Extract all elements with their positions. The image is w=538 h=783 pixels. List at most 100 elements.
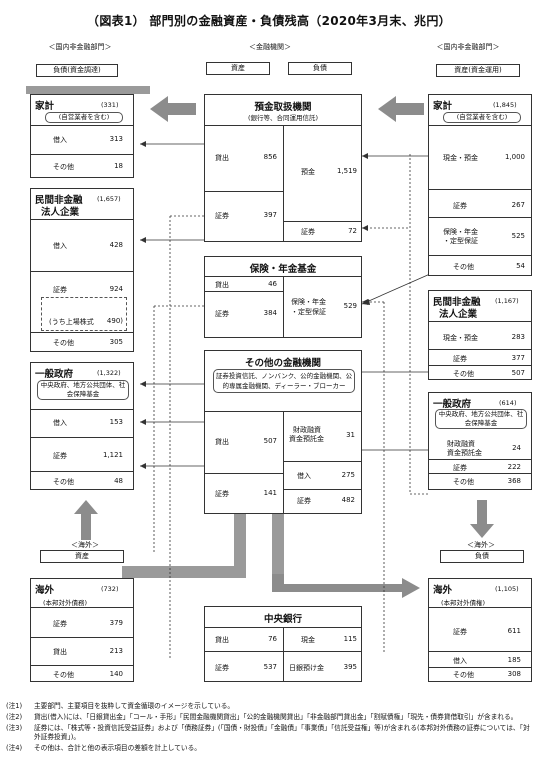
left-households-row-value: 313 bbox=[109, 135, 123, 143]
right-overseas-row-label: 証券 bbox=[453, 628, 467, 636]
center-boj-asset-value: 76 bbox=[268, 635, 277, 643]
left-overseas-row-value: 213 bbox=[109, 647, 123, 655]
left-corp-name: 民間非金融 bbox=[35, 195, 83, 206]
center-insurance-liab-label: 保険・年金 bbox=[291, 298, 326, 306]
left-households-row-label: その他 bbox=[53, 163, 74, 171]
right-overseas-total: (1,105) bbox=[495, 585, 519, 593]
right-corp-box: 民間非金融 法人企業 (1,167) 現金・預金 283 証券 377 その他 … bbox=[428, 290, 532, 380]
right-overseas-row-value: 185 bbox=[507, 656, 521, 664]
center-other-asset-label: 証券 bbox=[215, 490, 229, 498]
center-insurance-box: 保険・年金基金 貸出 46 証券 384 保険・年金 ・定型保証 529 bbox=[204, 256, 362, 338]
overseas-left-title: ＜海外＞ bbox=[71, 541, 99, 549]
right-households-row-label: ・定型保証 bbox=[443, 237, 478, 245]
center-insurance-asset-value: 46 bbox=[268, 280, 277, 288]
center-deposit-asset-label: 貸出 bbox=[215, 154, 229, 162]
center-deposit-box: 預金取扱機関 (銀行等、合同運用信託) 貸出 856 証券 397 預金 1,5… bbox=[204, 94, 362, 242]
banner-left-liab: 負債(資金調達) bbox=[36, 64, 118, 77]
left-corp-row-label: 借入 bbox=[53, 242, 67, 250]
center-deposit-asset-value: 397 bbox=[263, 211, 277, 219]
center-boj-liab-label: 日銀預け金 bbox=[289, 664, 324, 672]
center-deposit-asset-label: 証券 bbox=[215, 212, 229, 220]
center-boj-liab-value: 115 bbox=[343, 635, 357, 643]
right-gov-row-value: 24 bbox=[512, 444, 521, 452]
left-corp-box: 民間非金融 法人企業 (1,657) 借入 428 証券 924 (うち上場株式… bbox=[30, 188, 134, 352]
left-corp-total: (1,657) bbox=[97, 195, 121, 203]
left-gov-total: (1,322) bbox=[97, 369, 121, 377]
footnote-id: (注1) bbox=[6, 702, 23, 710]
center-deposit-liab-label: 証券 bbox=[301, 228, 315, 236]
center-other-asset-value: 141 bbox=[263, 489, 277, 497]
left-corp-row-value: 924 bbox=[109, 285, 123, 293]
footnotes: (注1) 主要部門、主要項目を抜粋して資金循環のイメージを示している。 (注2)… bbox=[6, 702, 532, 753]
footnote-text: 貸出(借入)には、「日銀貸出金」「コール・手形」「民間金融機関貸出」「公的金融機… bbox=[34, 713, 518, 721]
right-gov-row-label: 証券 bbox=[453, 464, 467, 472]
right-households-note: (自営業者を含む) bbox=[443, 112, 521, 123]
center-deposit-liab-label: 預金 bbox=[301, 168, 315, 176]
center-boj-asset-value: 537 bbox=[263, 663, 277, 671]
banner-overseas-left: 資産 bbox=[40, 550, 124, 563]
left-gov-row-label: 証券 bbox=[53, 452, 67, 460]
center-deposit-note: (銀行等、合同運用信託) bbox=[247, 114, 319, 122]
center-other-name: その他の金融機関 bbox=[244, 358, 321, 369]
right-gov-row-value: 368 bbox=[507, 477, 521, 485]
right-corp-row-value: 377 bbox=[511, 354, 525, 362]
overseas-right-title: ＜海外＞ bbox=[467, 541, 495, 549]
right-overseas-name: 海外 bbox=[433, 585, 453, 596]
center-other-box: その他の金融機関 証券投資信託、ノンバンク、公的金融機関、公的専属金融機関、ディ… bbox=[204, 350, 362, 514]
right-overseas-row-label: その他 bbox=[453, 671, 474, 679]
right-corp-row-label: 現金・預金 bbox=[443, 334, 478, 342]
right-households-row-value: 525 bbox=[511, 232, 525, 240]
center-deposit-liab-value: 72 bbox=[348, 227, 357, 235]
center-deposit-liab-value: 1,519 bbox=[336, 167, 357, 175]
left-overseas-row-label: その他 bbox=[53, 671, 74, 679]
left-gov-note: 中央政府、地方公共団体、社会保障基金 bbox=[37, 380, 129, 400]
left-gov-row-value: 1,121 bbox=[102, 451, 123, 459]
footnote: (注2) 貸出(借入)には、「日銀貸出金」「コール・手形」「民間金融機関貸出」「… bbox=[6, 713, 532, 722]
left-overseas-row-value: 140 bbox=[109, 670, 123, 678]
arrow-left-icon bbox=[150, 96, 196, 122]
center-other-liab-value: 275 bbox=[341, 471, 355, 479]
footnote: (注1) 主要部門、主要項目を抜粋して資金循環のイメージを示している。 bbox=[6, 702, 532, 711]
right-households-row-label: その他 bbox=[453, 263, 474, 271]
right-households-row-label: 保険・年金 bbox=[443, 228, 478, 236]
banner-center-liab: 負債 bbox=[288, 62, 352, 75]
footnote-id: (注4) bbox=[6, 744, 23, 752]
center-boj-box: 中央銀行 貸出 76 証券 537 現金 115 日銀預け金 395 bbox=[204, 606, 362, 682]
center-other-liab-value: 31 bbox=[346, 431, 355, 439]
right-households-row-value: 54 bbox=[516, 262, 525, 270]
right-gov-name: 一般政府 bbox=[433, 399, 472, 410]
center-other-note: 証券投資信託、ノンバンク、公的金融機関、公的専属金融機関、ディーラー・ブローカー bbox=[213, 369, 355, 393]
right-corp-name: 法人企業 bbox=[439, 309, 478, 320]
left-overseas-row-label: 貸出 bbox=[53, 648, 67, 656]
center-insurance-asset-value: 384 bbox=[263, 309, 277, 317]
right-households-box: 家計 (1,845) (自営業者を含む) 現金・預金 1,000 証券 267 … bbox=[428, 94, 532, 276]
left-gov-box: 一般政府 (1,322) 中央政府、地方公共団体、社会保障基金 借入 153 証… bbox=[30, 362, 134, 490]
center-deposit-asset-value: 856 bbox=[263, 153, 277, 161]
center-boj-asset-label: 貸出 bbox=[215, 636, 229, 644]
center-insurance-name: 保険・年金基金 bbox=[249, 264, 317, 275]
right-gov-row-label: その他 bbox=[453, 478, 474, 486]
section-center: ＜金融機関＞ bbox=[249, 43, 291, 51]
banner-center-asset: 資産 bbox=[206, 62, 270, 75]
left-gov-row-value: 48 bbox=[114, 477, 123, 485]
left-overseas-total: (732) bbox=[101, 585, 119, 593]
left-households-note: (自営業者を含む) bbox=[45, 112, 123, 123]
right-overseas-row-value: 611 bbox=[507, 627, 521, 635]
arrow-left-icon bbox=[378, 96, 424, 122]
right-households-name: 家計 bbox=[433, 101, 453, 112]
left-corp-row-value: 428 bbox=[109, 241, 123, 249]
flow-pipe bbox=[234, 514, 246, 570]
right-households-row-value: 1,000 bbox=[504, 153, 525, 161]
footnote-text: 証券には、「株式等・投資信託受益証券」および「債務証券」(「国債・財投債」「金融… bbox=[34, 724, 530, 741]
footnote: (注4) その他は、合計と他の表示項目の差額を計上している。 bbox=[6, 744, 532, 753]
right-corp-name: 民間非金融 bbox=[433, 297, 481, 308]
left-overseas-note: (本邦対外債務) bbox=[43, 599, 88, 607]
right-corp-row-label: 証券 bbox=[453, 355, 467, 363]
right-gov-row-value: 222 bbox=[507, 463, 521, 471]
left-corp-name: 法人企業 bbox=[41, 207, 80, 218]
flow-connectors bbox=[140, 141, 431, 660]
center-boj-name: 中央銀行 bbox=[263, 614, 302, 625]
left-households-total: (331) bbox=[101, 101, 119, 109]
right-corp-row-value: 507 bbox=[511, 369, 525, 377]
right-households-row-label: 現金・預金 bbox=[443, 154, 478, 162]
